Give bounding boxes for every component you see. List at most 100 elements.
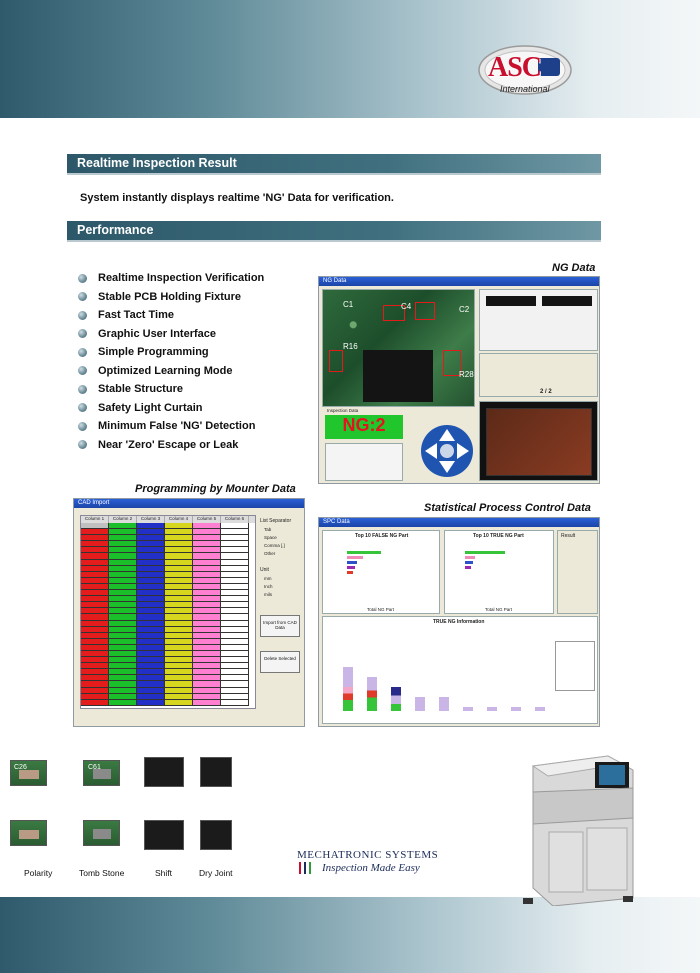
table-row[interactable] — [81, 577, 255, 584]
table-cell — [109, 675, 137, 682]
table-cell — [165, 571, 193, 578]
separator-option[interactable]: Comma [,] — [264, 543, 285, 548]
table-cell — [137, 547, 165, 554]
ng-marker — [415, 302, 435, 320]
table-cell — [165, 644, 193, 651]
table-cell — [81, 650, 109, 658]
table-cell — [137, 669, 165, 676]
separator-option[interactable]: Space — [264, 535, 277, 540]
delete-selected-button[interactable]: Delete Selected — [260, 651, 300, 673]
table-row[interactable] — [81, 608, 255, 615]
table-row[interactable] — [81, 663, 255, 670]
table-cell — [109, 608, 137, 615]
table-row[interactable] — [81, 699, 255, 706]
table-row[interactable] — [81, 547, 255, 554]
table-cell — [109, 602, 137, 609]
table-cell — [193, 571, 221, 578]
component-label: C2 — [459, 305, 470, 314]
table-cell — [221, 644, 249, 651]
bullet-icon — [78, 310, 87, 320]
table-row[interactable] — [81, 583, 255, 591]
table-row[interactable] — [81, 529, 255, 536]
table-cell — [193, 669, 221, 676]
table-row[interactable] — [81, 657, 255, 664]
table-row[interactable] — [81, 681, 255, 688]
table-cell — [165, 596, 193, 603]
separator-option[interactable]: Other — [264, 551, 276, 556]
table-cell — [81, 657, 109, 664]
table-row[interactable] — [81, 638, 255, 645]
table-cell — [193, 657, 221, 664]
table-row[interactable] — [81, 523, 255, 530]
ng-marker — [443, 350, 461, 376]
table-cell — [193, 699, 221, 706]
import-cad-button[interactable]: Import from CAD Data — [260, 615, 300, 637]
table-cell — [137, 681, 165, 688]
table-cell — [109, 523, 137, 530]
table-cell — [109, 547, 137, 554]
bullet-icon — [78, 329, 87, 339]
table-cell — [221, 681, 249, 688]
footer-banner — [0, 897, 700, 973]
table-cell — [165, 675, 193, 682]
stacked-bar — [415, 697, 425, 711]
table-cell — [221, 523, 249, 530]
table-cell — [137, 590, 165, 597]
table-row[interactable] — [81, 644, 255, 651]
chart-bar — [465, 561, 473, 564]
logo-text: ASC — [488, 52, 542, 83]
cad-data-table[interactable]: Column 1 Column 2 Column 3 Column 4 Colu… — [80, 515, 256, 709]
defect-sample-shift — [144, 820, 184, 850]
unit-option[interactable]: mm — [264, 576, 272, 581]
table-cell — [109, 535, 137, 542]
navigation-pad-icon[interactable] — [417, 421, 477, 481]
table-cell — [109, 632, 137, 639]
table-row[interactable] — [81, 620, 255, 627]
table-cell — [165, 699, 193, 706]
table-cell — [81, 675, 109, 682]
table-row[interactable] — [81, 553, 255, 560]
table-cell — [81, 699, 109, 706]
table-row[interactable] — [81, 596, 255, 603]
table-row[interactable] — [81, 614, 255, 621]
table-row[interactable] — [81, 675, 255, 682]
table-cell — [221, 590, 249, 597]
table-row[interactable] — [81, 571, 255, 578]
table-cell — [165, 638, 193, 645]
spc-caption: Statistical Process Control Data — [424, 502, 591, 514]
table-cell — [137, 602, 165, 609]
unit-option[interactable]: Inch — [264, 584, 273, 589]
table-row[interactable] — [81, 602, 255, 609]
table-cell — [81, 638, 109, 645]
table-cell — [193, 547, 221, 554]
table-row[interactable] — [81, 541, 255, 548]
chart-bar — [465, 566, 471, 569]
table-cell — [165, 669, 193, 676]
table-cell — [221, 529, 249, 536]
table-row[interactable] — [81, 565, 255, 572]
true-ng-info-chart: TRUE NG Information — [322, 616, 598, 724]
chart-bar — [347, 561, 357, 564]
table-cell — [193, 620, 221, 627]
table-cell — [137, 687, 165, 694]
component-strip — [486, 296, 536, 306]
table-row[interactable] — [81, 650, 255, 658]
table-row[interactable] — [81, 693, 255, 700]
table-cell — [81, 602, 109, 609]
table-row[interactable] — [81, 626, 255, 633]
table-cell — [221, 663, 249, 670]
table-row[interactable] — [81, 559, 255, 566]
table-row[interactable] — [81, 669, 255, 676]
unit-option[interactable]: mils — [264, 592, 272, 597]
ng-counter: 2 / 2 — [540, 389, 552, 395]
table-cell — [193, 675, 221, 682]
table-cell — [81, 681, 109, 688]
table-row[interactable] — [81, 632, 255, 639]
table-cell — [81, 541, 109, 548]
table-row[interactable] — [81, 590, 255, 597]
table-row[interactable] — [81, 687, 255, 694]
table-cell — [109, 565, 137, 572]
table-row[interactable] — [81, 535, 255, 542]
separator-option[interactable]: Tab — [264, 527, 272, 532]
table-cell — [81, 583, 109, 591]
